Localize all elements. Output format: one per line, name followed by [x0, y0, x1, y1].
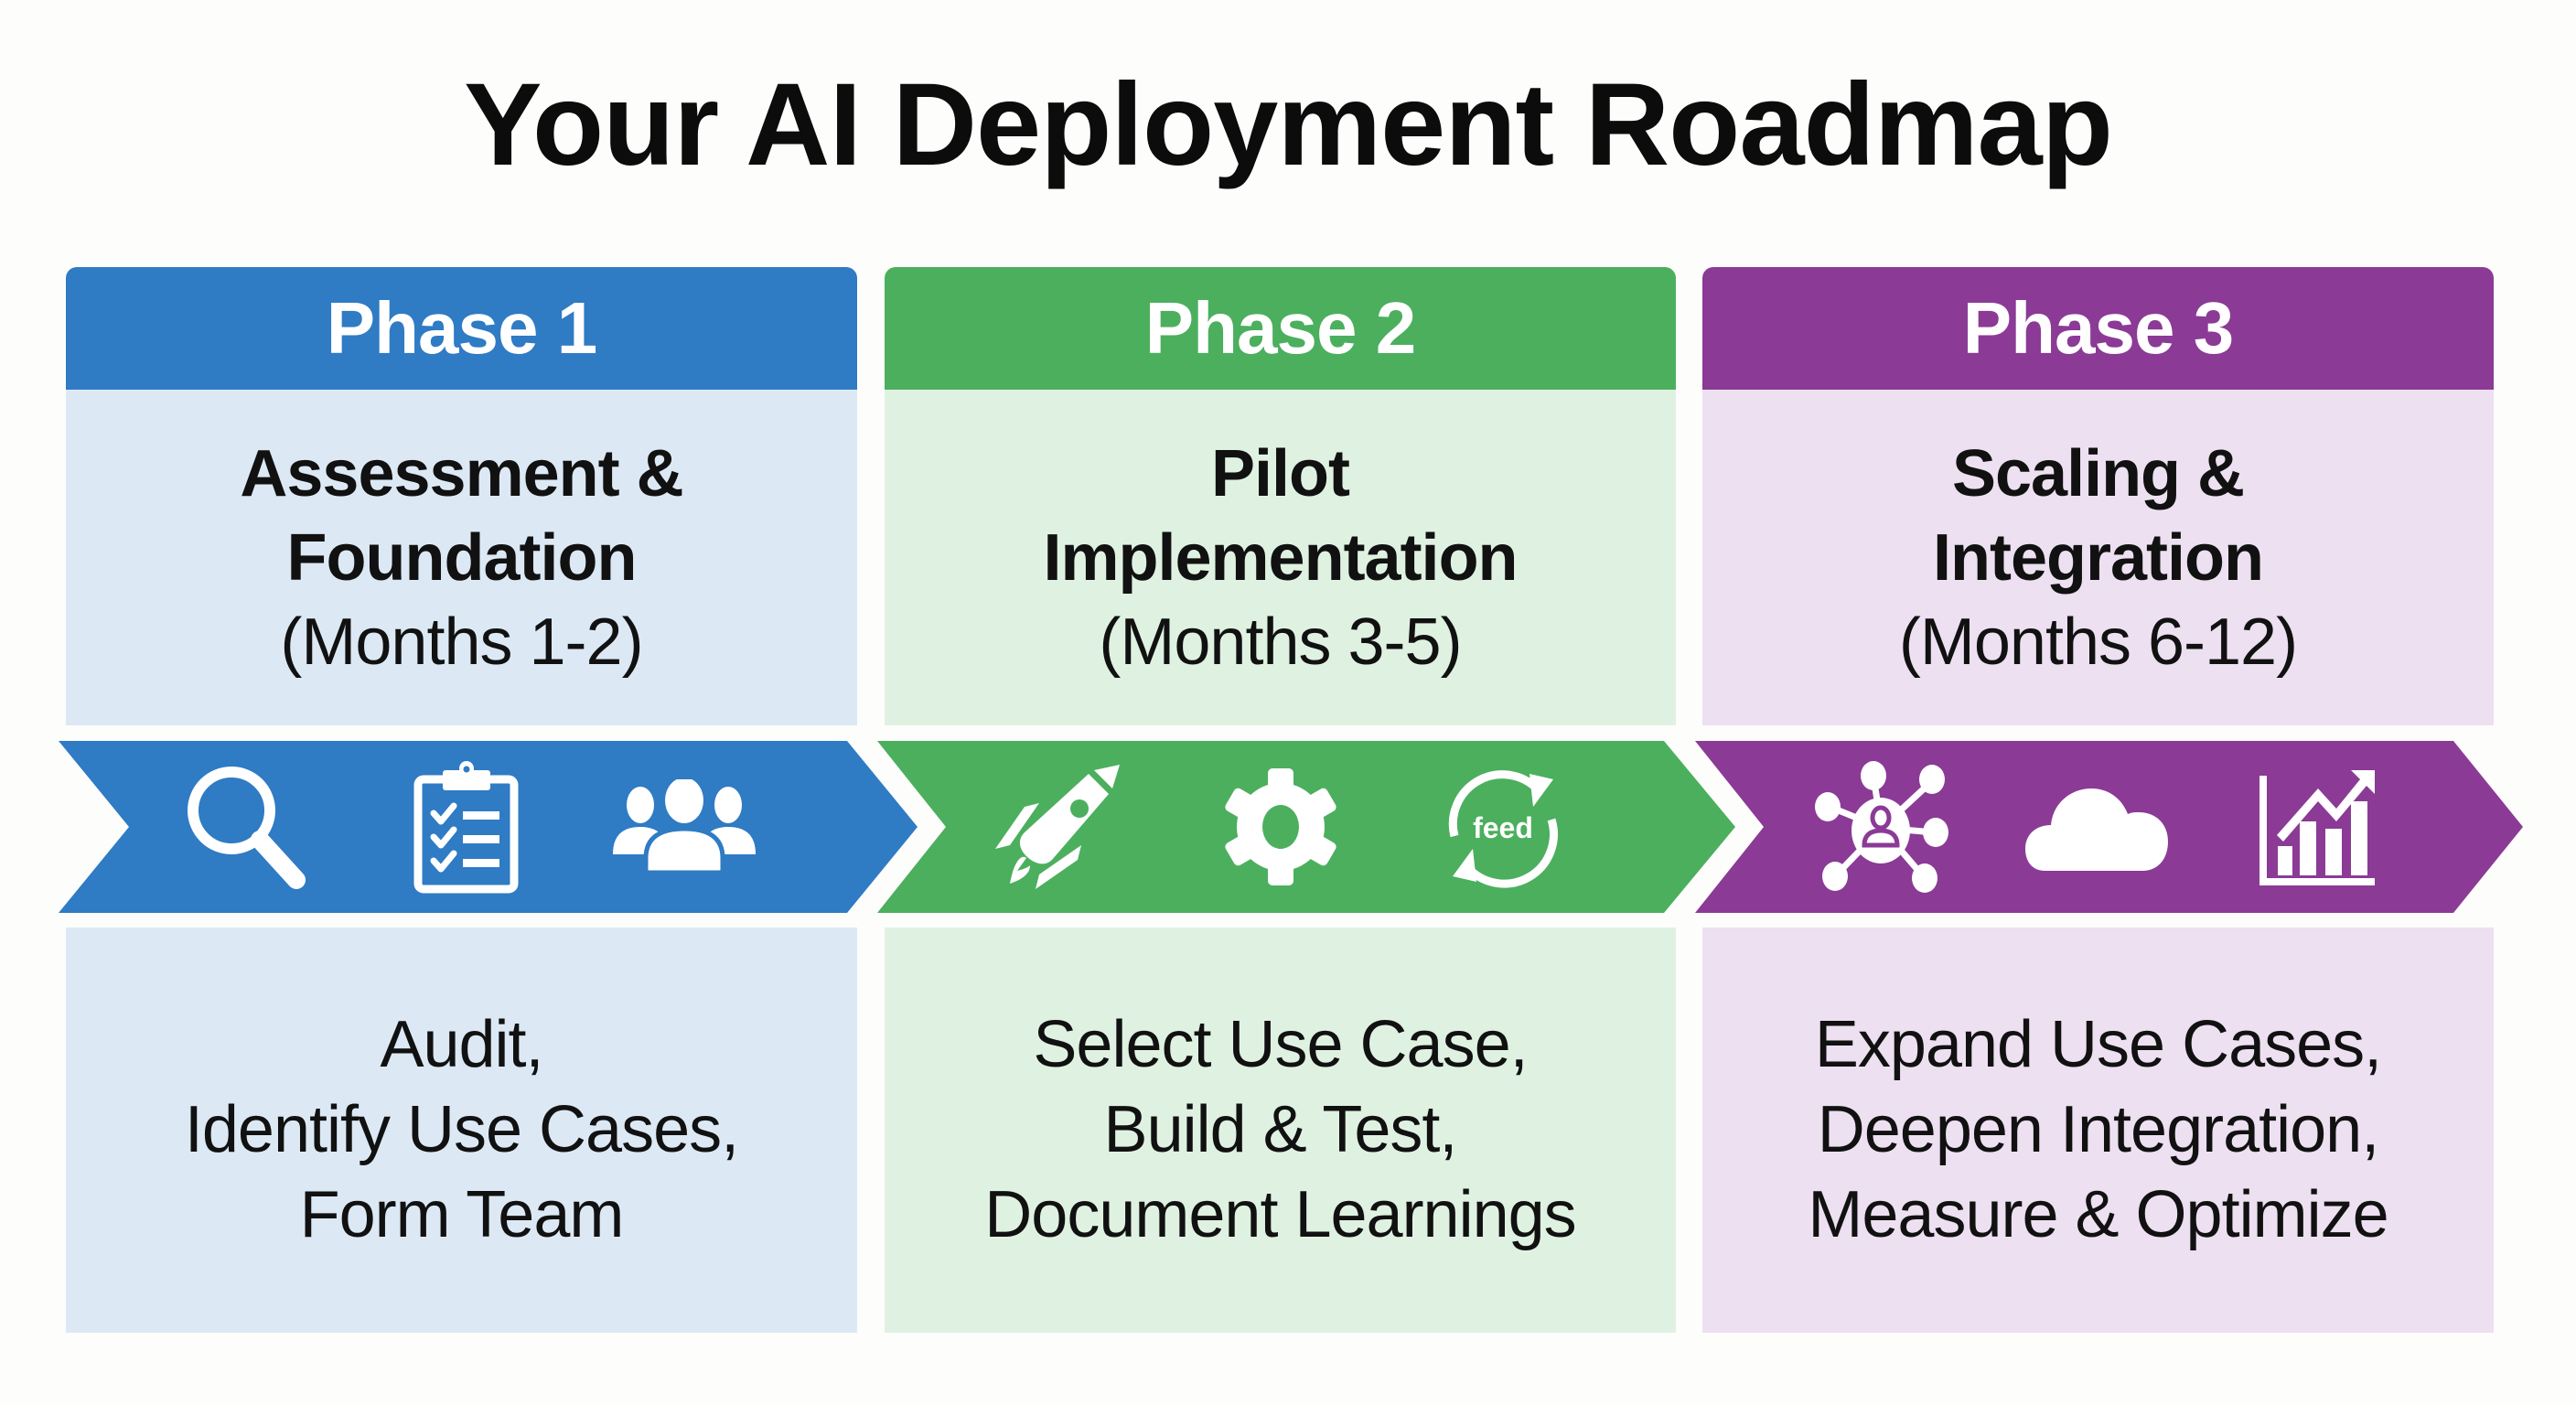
phase-2-months: (Months 3-5): [1099, 605, 1462, 679]
roadmap-title: Your AI Deployment Roadmap: [464, 59, 2113, 190]
phase-1-activities: Audit, Identify Use Cases, Form Team: [66, 928, 857, 1333]
phase-1-name-line: Foundation: [286, 520, 638, 595]
team-icon: [613, 779, 756, 875]
activity-line: Deepen Integration,: [1817, 1093, 2379, 1166]
feedback-loop-icon: feed: [1448, 770, 1558, 888]
activity-line: Select Use Case,: [1033, 1008, 1528, 1081]
phase-2-column: Phase 2 Pilot Implementation (Months 3-5…: [885, 267, 1676, 1333]
activity-line: Identify Use Cases,: [184, 1093, 739, 1166]
phase-2-name-line: Pilot: [1211, 436, 1350, 510]
activity-line: Form Team: [299, 1178, 625, 1251]
phase-1-name-line: Assessment &: [240, 436, 683, 510]
network-hub-icon: [1815, 761, 1948, 893]
phase-2-header: Phase 2: [885, 267, 1676, 390]
phase-3-column: Phase 3 Scaling & Integration (Months 6-…: [1702, 267, 2494, 1333]
feed-icon-text: feed: [1473, 811, 1533, 844]
phase-1-months: (Months 1-2): [280, 605, 643, 679]
phase-3-name-line: Integration: [1933, 520, 2264, 595]
activity-line: Expand Use Cases,: [1814, 1008, 2382, 1081]
activity-line: Document Learnings: [984, 1178, 1576, 1251]
phase-2-summary: Pilot Implementation (Months 3-5): [885, 390, 1676, 725]
phase-1-label: Phase 1: [326, 287, 597, 369]
phase-1-summary: Assessment & Foundation (Months 1-2): [66, 390, 857, 725]
cloud-icon: [2025, 788, 2168, 871]
phase-2-activities: Select Use Case, Build & Test, Document …: [885, 928, 1676, 1333]
checklist-clipboard-icon: [413, 761, 519, 894]
search-icon: [188, 767, 306, 889]
activity-line: Measure & Optimize: [1808, 1178, 2388, 1251]
phase-2-name-line: Implementation: [1043, 520, 1518, 595]
phase-1-header: Phase 1: [66, 267, 857, 390]
gear-icon: [1225, 768, 1336, 885]
phase-3-months: (Months 6-12): [1898, 605, 2298, 679]
phase-3-activities: Expand Use Cases, Deepen Integration, Me…: [1702, 928, 2494, 1333]
activity-line: Audit,: [380, 1008, 543, 1081]
phase-2-label: Phase 2: [1144, 287, 1416, 369]
activity-line: Build & Test,: [1103, 1093, 1458, 1166]
phase-3-header: Phase 3: [1702, 267, 2494, 390]
rocket-icon: [995, 765, 1120, 889]
growth-chart-icon: [2259, 770, 2375, 885]
phase-1-column: Phase 1 Assessment & Foundation (Months …: [66, 267, 857, 1333]
phase-3-summary: Scaling & Integration (Months 6-12): [1702, 390, 2494, 725]
phase-3-name-line: Scaling &: [1951, 436, 2245, 510]
phase-3-label: Phase 3: [1962, 287, 2234, 369]
